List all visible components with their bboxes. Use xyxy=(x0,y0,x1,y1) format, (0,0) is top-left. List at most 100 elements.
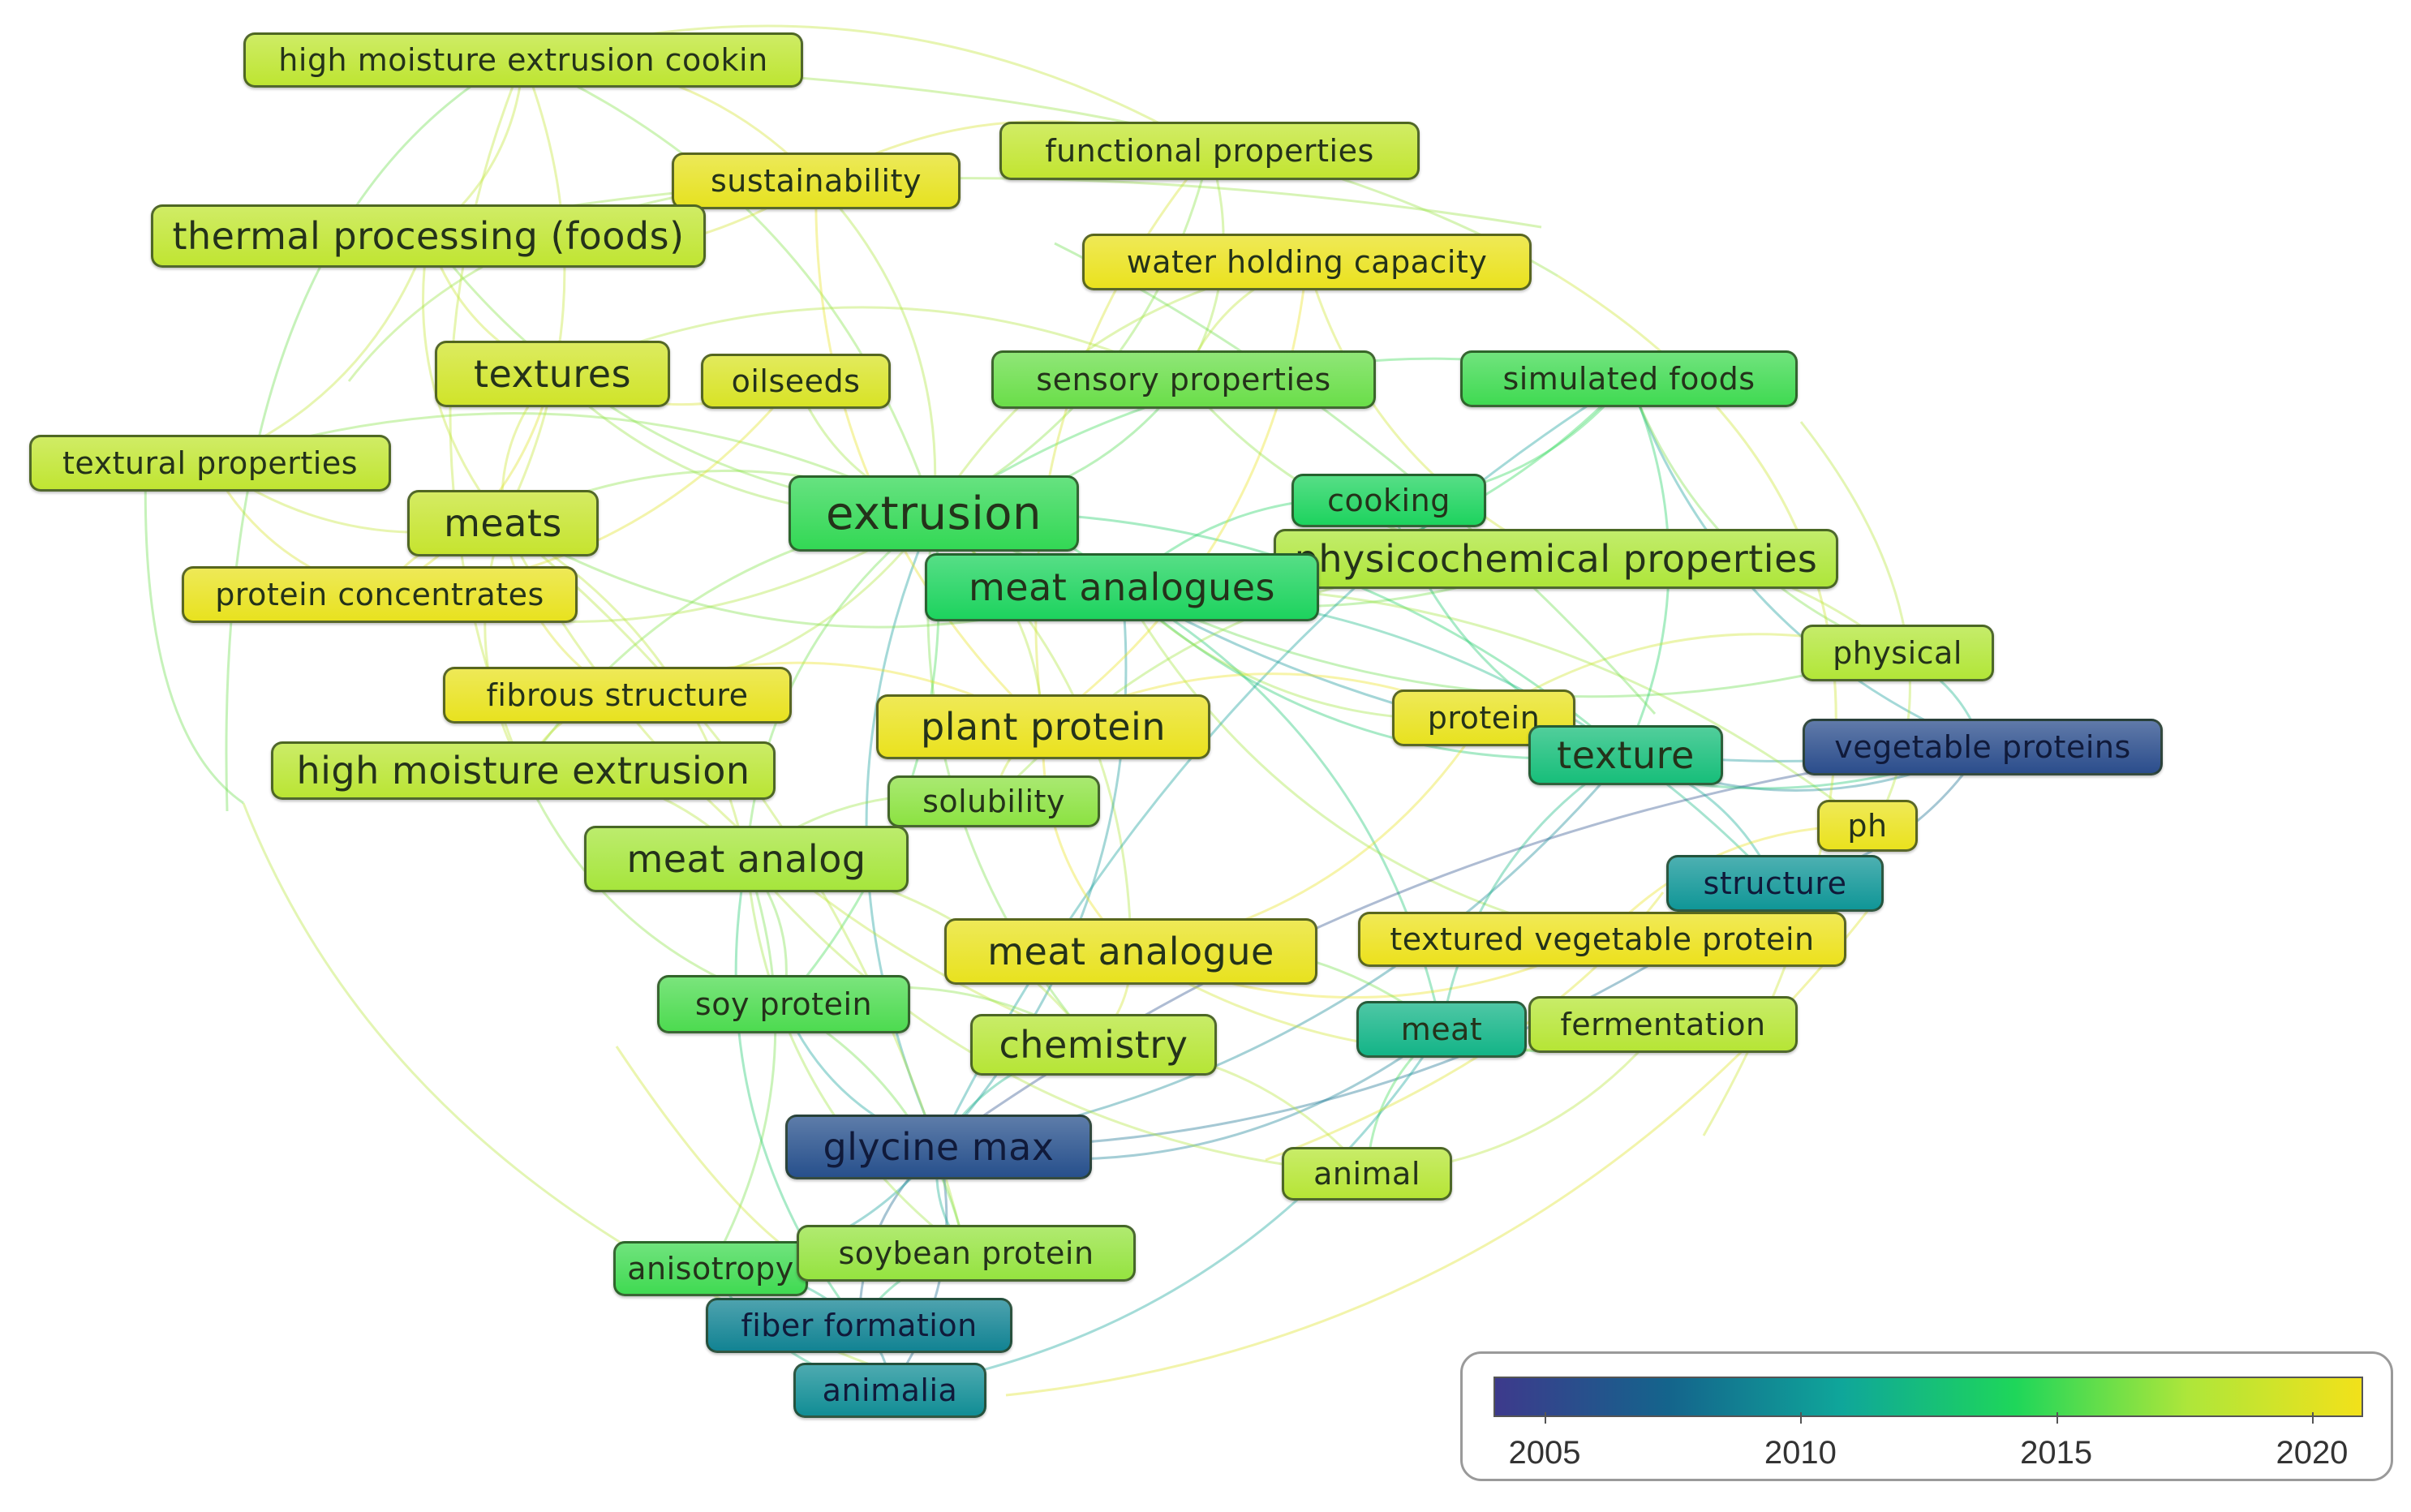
legend-tick xyxy=(1800,1412,1803,1424)
keyword-node[interactable]: meat analogue xyxy=(944,918,1317,985)
keyword-label: textures xyxy=(473,352,632,396)
keyword-node[interactable]: meat analogues xyxy=(925,553,1319,621)
keyword-node[interactable]: solubility xyxy=(887,775,1100,827)
keyword-label: meat analogue xyxy=(987,930,1274,973)
keyword-label: structure xyxy=(1703,866,1847,901)
keyword-node[interactable]: fermentation xyxy=(1528,996,1798,1053)
keyword-label: anisotropy xyxy=(627,1251,794,1286)
keyword-label: thermal processing (foods) xyxy=(172,214,685,258)
link-line xyxy=(1054,242,1657,715)
keyword-node[interactable]: plant protein xyxy=(876,694,1210,759)
keyword-node[interactable]: simulated foods xyxy=(1460,350,1798,407)
keyword-label: ph xyxy=(1847,808,1888,844)
keyword-label: meat analog xyxy=(626,837,866,881)
keyword-node[interactable]: textures xyxy=(435,341,670,407)
keyword-label: texture xyxy=(1557,733,1695,777)
keyword-node[interactable]: textural properties xyxy=(29,435,391,492)
keyword-node[interactable]: functional properties xyxy=(999,122,1420,180)
keyword-label: meat analogues xyxy=(968,565,1276,609)
keyword-node[interactable]: physical xyxy=(1801,625,1994,681)
legend-tick xyxy=(2311,1412,2314,1424)
keyword-label: fermentation xyxy=(1560,1007,1766,1042)
keyword-label: animal xyxy=(1313,1156,1420,1192)
keyword-label: meat xyxy=(1400,1012,1483,1047)
keyword-node[interactable]: water holding capacity xyxy=(1082,234,1532,290)
keyword-label: textured vegetable protein xyxy=(1390,921,1815,957)
keyword-label: functional properties xyxy=(1045,133,1374,169)
keyword-label: soybean protein xyxy=(838,1235,1094,1271)
keyword-node[interactable]: vegetable proteins xyxy=(1803,719,2163,775)
keyword-label: simulated foods xyxy=(1502,361,1756,397)
keyword-label: soy protein xyxy=(694,986,873,1022)
keyword-node[interactable]: thermal processing (foods) xyxy=(151,204,706,268)
legend-color-bar xyxy=(1493,1377,2363,1417)
keyword-node[interactable]: meats xyxy=(407,490,599,556)
link-line xyxy=(889,1029,1443,1392)
keyword-node[interactable]: texture xyxy=(1528,725,1723,785)
year-color-legend: 2005 2010 2015 2020 xyxy=(1460,1351,2393,1481)
keyword-label: plant protein xyxy=(921,705,1166,749)
keyword-label: oilseeds xyxy=(731,363,861,399)
keyword-node[interactable]: soy protein xyxy=(657,975,910,1033)
keyword-label: fiber formation xyxy=(741,1308,978,1343)
keyword-node[interactable]: sensory properties xyxy=(991,350,1376,409)
link-line xyxy=(1440,754,1627,1030)
keyword-label: extrusion xyxy=(825,487,1042,540)
keyword-label: sustainability xyxy=(711,163,922,199)
keyword-node[interactable]: cooking xyxy=(1291,474,1486,527)
link-line xyxy=(745,858,967,1255)
keyword-node[interactable]: high moisture extrusion xyxy=(271,741,776,800)
keyword-node[interactable]: physicochemical properties xyxy=(1274,529,1838,589)
link-line xyxy=(209,412,935,515)
link-line xyxy=(937,586,1128,1149)
link-line xyxy=(483,522,525,771)
keyword-node[interactable]: meat analog xyxy=(584,826,909,892)
keyword-node[interactable]: animal xyxy=(1282,1147,1452,1201)
link-line xyxy=(1042,261,1309,728)
keyword-label: fibrous structure xyxy=(486,677,749,713)
keyword-node[interactable]: protein concentrates xyxy=(182,566,578,623)
link-line xyxy=(552,306,1184,381)
keyword-label: high moisture extrusion xyxy=(296,749,750,793)
keyword-label: protein concentrates xyxy=(215,577,544,612)
keyword-node[interactable]: soybean protein xyxy=(797,1225,1136,1282)
keyword-node[interactable]: textured vegetable protein xyxy=(1358,912,1846,967)
keyword-label: protein xyxy=(1427,700,1541,736)
link-line xyxy=(709,858,777,1269)
keyword-node[interactable]: structure xyxy=(1666,855,1884,912)
keyword-label: water holding capacity xyxy=(1126,244,1488,280)
keyword-node[interactable]: glycine max xyxy=(785,1115,1092,1179)
keyword-node[interactable]: fibrous structure xyxy=(443,667,792,724)
link-line xyxy=(421,235,505,524)
keyword-node[interactable]: chemistry xyxy=(970,1014,1217,1076)
keyword-label: cooking xyxy=(1327,483,1450,518)
keyword-node[interactable]: high moisture extrusion cookin xyxy=(243,32,803,88)
keyword-label: vegetable proteins xyxy=(1834,729,2131,765)
keyword-label: meats xyxy=(444,501,562,545)
keyword-node[interactable]: sustainability xyxy=(672,152,961,209)
keyword-label: physical xyxy=(1833,635,1962,671)
keyword-label: glycine max xyxy=(823,1125,1055,1169)
keyword-node[interactable]: oilseeds xyxy=(701,354,891,409)
legend-tick-label: 2015 xyxy=(2020,1435,2093,1471)
keyword-node[interactable]: meat xyxy=(1356,1001,1527,1058)
keyword-node[interactable]: fiber formation xyxy=(706,1298,1012,1353)
keyword-node[interactable]: anisotropy xyxy=(613,1241,808,1296)
link-line xyxy=(501,59,566,524)
keyword-label: physicochemical properties xyxy=(1294,537,1818,581)
keyword-label: sensory properties xyxy=(1036,362,1331,397)
keyword-label: solubility xyxy=(922,784,1065,819)
link-line xyxy=(522,58,935,514)
keyword-node[interactable]: extrusion xyxy=(789,475,1079,552)
keyword-label: high moisture extrusion cookin xyxy=(278,42,768,78)
keyword-node[interactable]: animalia xyxy=(793,1363,986,1418)
link-line xyxy=(144,453,244,805)
link-line xyxy=(937,377,1630,1148)
keyword-label: textural properties xyxy=(62,445,359,481)
legend-tick xyxy=(2056,1412,2058,1424)
keyword-node[interactable]: ph xyxy=(1817,800,1918,852)
link-line xyxy=(225,63,504,812)
legend-tick xyxy=(1545,1412,1547,1424)
keyword-label: animalia xyxy=(822,1372,958,1408)
link-line xyxy=(1627,378,1898,655)
